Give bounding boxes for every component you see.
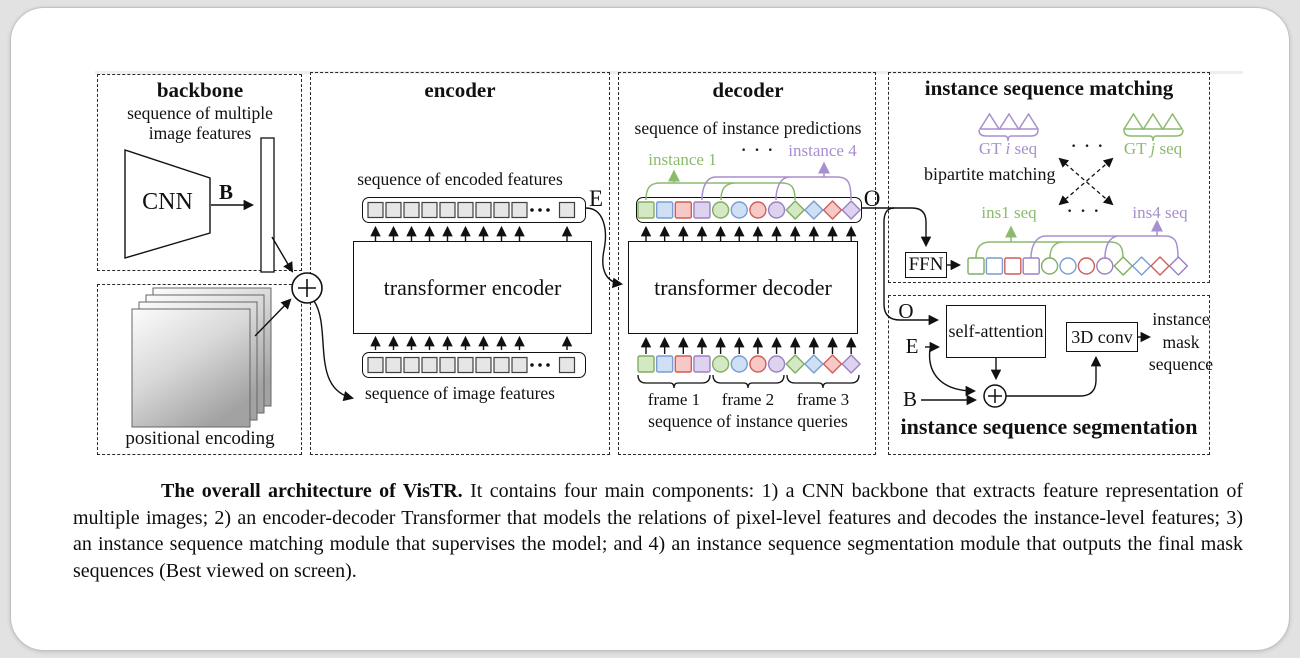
- caption-rest: It contains four main components: 1) a C…: [73, 480, 1243, 582]
- gt-i-var: i: [1005, 139, 1011, 158]
- matching-title: instance sequence matching: [924, 76, 1174, 100]
- panel-instance-sequence-segmentation: [888, 295, 1210, 455]
- figure-caption: The overall architecture of VisTR. It co…: [73, 478, 1243, 584]
- b-output-label: B: [218, 180, 233, 204]
- panel-backbone: [97, 74, 302, 271]
- backbone-subtitle: sequence of multiple image features: [127, 103, 273, 143]
- gt-i-suffix: seq: [1010, 139, 1038, 158]
- gt-j-var: j: [1150, 139, 1156, 158]
- instance1-label: instance 1: [648, 150, 717, 169]
- gt-i-seq-label: GT i seq: [973, 139, 1043, 159]
- image-features-container: [362, 352, 586, 378]
- panel-positional-encoding: [97, 284, 302, 455]
- transformer-decoder-box: transformer decoder: [628, 241, 858, 334]
- frame3-label: frame 3: [796, 390, 850, 409]
- ins1-seq-label: ins1 seq: [981, 203, 1037, 222]
- self-attention-box: self-attention: [946, 305, 1046, 358]
- instance-predictions-container: [636, 197, 862, 223]
- gt-j-prefix: GT: [1123, 139, 1151, 158]
- 3d-conv-label: 3D conv: [1071, 326, 1133, 347]
- cnn-label: CNN: [142, 189, 193, 215]
- gt-i-prefix: GT: [978, 139, 1006, 158]
- instance-predictions-label: sequence of instance predictions: [634, 118, 862, 138]
- seg-e-label: E: [905, 334, 919, 358]
- instances-ellipsis: · · ·: [740, 142, 775, 159]
- gt-j-suffix: seq: [1155, 139, 1183, 158]
- transformer-encoder-label: transformer encoder: [383, 274, 562, 300]
- o-output-label: O: [863, 186, 881, 211]
- transformer-encoder-box: transformer encoder: [353, 241, 592, 334]
- ins4-seq-label: ins4 seq: [1132, 203, 1188, 222]
- ins-ellipsis: · · ·: [1066, 203, 1101, 220]
- self-attention-label: self-attention: [948, 321, 1044, 341]
- frame2-label: frame 2: [721, 390, 775, 409]
- positional-encoding-label: positional encoding: [125, 428, 275, 449]
- decoder-title: decoder: [712, 78, 784, 102]
- encoded-features-label: sequence of encoded features: [357, 169, 563, 189]
- gt-ellipsis: · · ·: [1070, 138, 1105, 155]
- instance-mask-sequence-label: instance mask sequence: [1148, 309, 1214, 374]
- panel-instance-sequence-matching: [888, 72, 1210, 283]
- instance4-label: instance 4: [788, 141, 857, 160]
- ffn-box: FFN: [905, 252, 947, 278]
- backbone-title: backbone: [156, 78, 244, 102]
- transformer-decoder-label: transformer decoder: [654, 274, 832, 300]
- ffn-label: FFN: [908, 254, 944, 275]
- seg-o-label: O: [898, 299, 914, 323]
- gt-j-seq-label: GT j seq: [1118, 139, 1188, 159]
- caption-bold: The overall architecture of VisTR.: [161, 480, 463, 502]
- encoder-title: encoder: [424, 78, 496, 102]
- frame1-label: frame 1: [647, 390, 701, 409]
- image-features-label: sequence of image features: [365, 383, 555, 403]
- encoded-features-container: [362, 197, 586, 223]
- seg-b-label: B: [902, 387, 917, 411]
- instance-queries-label: sequence of instance queries: [648, 411, 848, 431]
- segmentation-title: instance sequence segmentation: [900, 414, 1198, 439]
- e-output-label: E: [588, 186, 604, 211]
- 3d-conv-box: 3D conv: [1066, 322, 1138, 352]
- bipartite-matching-label: bipartite matching: [924, 164, 1056, 184]
